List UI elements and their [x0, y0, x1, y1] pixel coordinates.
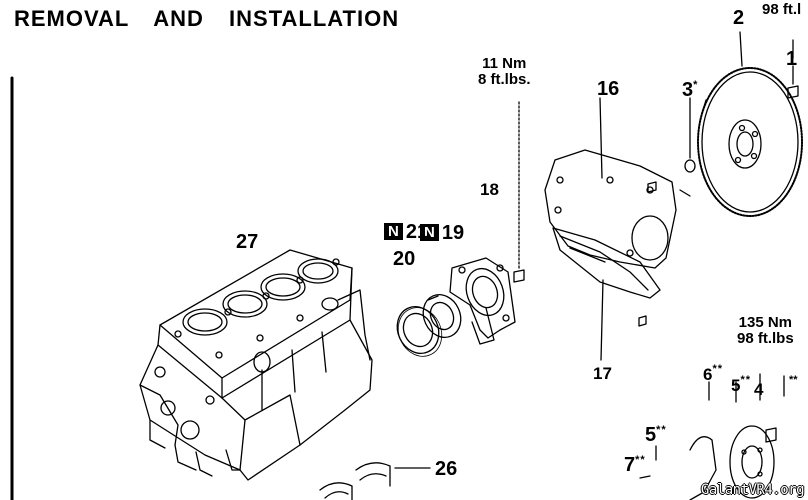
bolt-drawing [513, 101, 525, 283]
torque-ftlbs: 98 ft.l [762, 1, 802, 18]
torque-nm: 11 Nm [482, 55, 527, 72]
adapter-drawing [647, 97, 696, 193]
callout-20: 20 [393, 248, 416, 270]
callout-17: 17 [593, 364, 612, 383]
cylinder-block-drawing [139, 249, 373, 481]
bell-housing-cover-drawing [552, 227, 661, 361]
callout-16: 16 [597, 78, 620, 100]
torque-ftlbs: 8 ft.lbs. [478, 70, 531, 88]
torque-spec-flywheel: 98 ft.l [762, 2, 801, 18]
bearing-shells-drawing [319, 462, 431, 500]
callout-5-upper: 5** [731, 374, 752, 395]
new-part-badge: N [420, 224, 439, 241]
rear-plate-drawing [544, 97, 677, 269]
new-part-badge: N [384, 223, 403, 240]
callout-3: 3* [682, 79, 699, 101]
callout-6: 6** [703, 363, 724, 384]
drive-plate-parts-drawing [639, 373, 785, 500]
callout-4: 4 [754, 380, 764, 399]
callout-7: 7** [624, 454, 646, 476]
flywheel-bolt-drawing [787, 39, 799, 99]
callout-5-lower: 5** [645, 424, 667, 446]
page-title: REMOVAL AND INSTALLATION [14, 6, 400, 31]
callout-26: 26 [435, 458, 458, 480]
callout-18: 18 [480, 180, 499, 199]
seal-case-drawing [422, 294, 462, 338]
callout-27: 27 [236, 231, 259, 253]
callout-2: 2 [733, 7, 745, 29]
torque-ftlbs: 98 ft.lbs [737, 329, 794, 347]
torque-spec-rear-plate-bolt: 11 Nm 8 ft.lbs. [478, 56, 531, 88]
oil-seal-drawing [396, 306, 443, 357]
callout-1: 1 [786, 48, 798, 70]
torque-nm: 135 Nm [738, 314, 793, 331]
rear-oil-seal-case-drawing [449, 257, 516, 345]
flywheel-drawing [679, 31, 803, 217]
watermark: GalantVR4.org [700, 482, 805, 498]
callout-4-mark: ** [789, 374, 798, 386]
torque-spec-drive-plate: 135 Nm 98 ft.lbs [737, 315, 794, 347]
